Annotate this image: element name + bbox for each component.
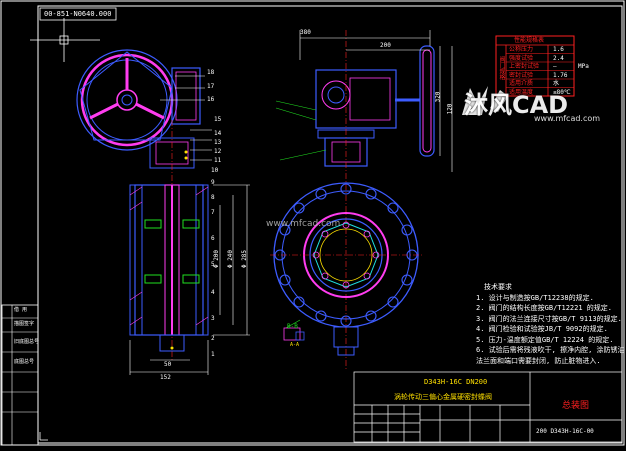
tech-req-item: 4. 阀门检验和试验按JB/T 9092的规定. [476, 325, 608, 333]
params-row-label: 公称压力 [509, 46, 534, 53]
params-row-label: 上密封试验 [509, 63, 540, 70]
part-number-label: 11 [214, 157, 222, 164]
dim-left-bottom-1: 152 [160, 374, 171, 381]
part-number-label: 2 [211, 335, 215, 342]
params-row-value: 2.4 [553, 54, 564, 62]
section-label-a: A-A [290, 342, 300, 348]
dim-top-width-1: 380 [300, 29, 311, 36]
part-number-label: 9 [211, 179, 215, 186]
left-strip-label: 描图签字 [14, 321, 35, 327]
top-label-box [39, 7, 117, 21]
params-row-value: ≤80℃ [553, 88, 571, 96]
params-row-label: 密封试验 [509, 71, 534, 79]
tech-requirements: 技术要求 1. 设计与制造按GB/T12238的规定. 2. 阀门的结构长度按GB… [476, 282, 625, 366]
params-row-value: — [553, 63, 557, 70]
params-row-value: 水 [553, 80, 560, 87]
part-number-label: 7 [211, 209, 215, 216]
part-number-label: 15 [214, 116, 222, 123]
dim-top-width-2: 200 [380, 42, 391, 49]
tech-req-item: 3. 阀门的法兰连接尺寸按GB/T 9113的规定. [476, 314, 622, 323]
params-row-label: 适用介质 [509, 80, 534, 87]
params-table-grid [495, 35, 575, 97]
watermark-brand: 沐风CAD [464, 91, 569, 119]
params-row-value: 1.76 [553, 71, 568, 79]
part-number-label: 3 [211, 315, 215, 322]
part-number-label: 13 [214, 139, 222, 146]
top-label: 00-851-N0640.000 [44, 10, 112, 18]
part-number-label: 16 [207, 96, 215, 103]
part-number-label: 8 [211, 194, 215, 201]
part-number-label: 18 [207, 69, 215, 76]
part-number-label: 14 [214, 130, 222, 137]
dim-left-bottom-2: 50 [164, 361, 172, 368]
title-drawing: 总装图 [562, 401, 590, 411]
watermark-url: www.mfcad.com [534, 114, 601, 123]
right-view-front-elevation [270, 30, 453, 370]
params-table-title: 性能规格表 [514, 37, 545, 44]
part-number-label: 17 [207, 83, 215, 90]
part-number-label: 10 [211, 167, 219, 174]
part-number-label: 4 [211, 289, 215, 296]
part-number-label: 1 [211, 351, 215, 358]
dim-right-height-1: 320 [434, 91, 442, 103]
title-code: 200 D343H-16C-00 [536, 428, 594, 435]
tech-req-title: 技术要求 [484, 283, 512, 291]
tech-req-item: 法兰面和端口需要封闭, 防止脏物进入. [476, 356, 601, 365]
tech-req-item: 5. 压力-温度额定值GB/T 12224 的规定. [476, 335, 614, 344]
section-label-b: B-B [287, 323, 298, 330]
part-number-label: 12 [214, 148, 222, 155]
params-row-value: 1.6 [553, 46, 564, 53]
dim-right-height-2: 120 [446, 103, 454, 115]
title-block-grid [353, 371, 623, 443]
params-row-label: 强度试验 [509, 54, 534, 62]
title-name: 涡轮传动三偏心金属硬密封蝶阀 [394, 393, 492, 401]
params-row-unit: MPa [578, 63, 589, 70]
left-strip-label: 借 用 [14, 307, 28, 313]
dim-left-diameter-1: Φ 285 [241, 249, 249, 269]
tech-req-item: 1. 设计与制造按GB/T12238的规定. [476, 293, 594, 302]
watermark-center: www.mfcad.com [266, 219, 341, 229]
crosshair-cursor-icon [30, 18, 100, 62]
mfcad-logo-icon [462, 86, 508, 115]
title-model: D343H-16C DN200 [424, 378, 488, 386]
params-table-side-label: 阀门规格 [498, 56, 505, 80]
part-number-label: 5 [211, 261, 215, 268]
tech-req-item: 6. 试验后需将残液吹干, 擦净内腔, 涂防锈油 [476, 346, 625, 354]
dim-left-diameter-2: Φ 240 [227, 249, 235, 269]
params-row-label: 适用温度 [509, 88, 534, 96]
tech-req-item: 2. 阀门的结构长度按GB/T12221 的规定. [476, 304, 613, 312]
left-strip [1, 304, 39, 446]
ucs-icon [39, 432, 48, 441]
left-strip-label: 底图总号 [14, 359, 35, 365]
inner-border [37, 5, 623, 444]
left-strip-label: 旧底图总号 [14, 339, 40, 345]
part-number-label: 6 [211, 235, 215, 242]
left-view-side-elevation [76, 49, 250, 375]
